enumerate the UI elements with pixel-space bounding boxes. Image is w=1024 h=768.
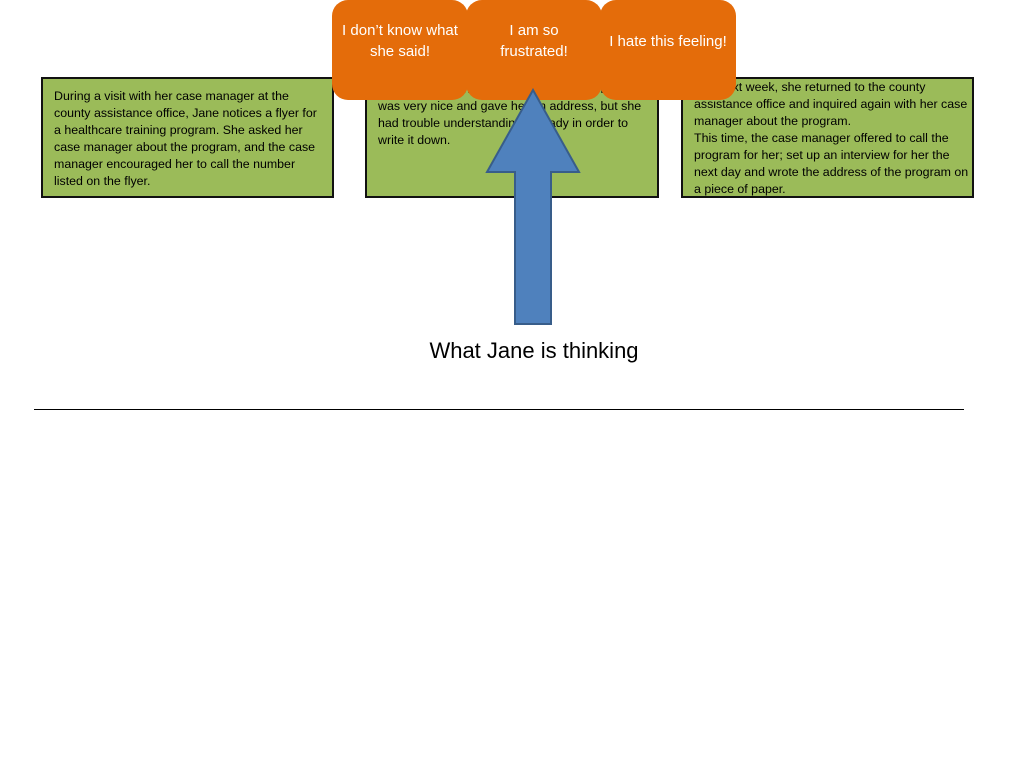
- thought-bubble-2: I am so frustrated!: [466, 0, 602, 100]
- thought-bubble-1: I don’t know what she said!: [332, 0, 468, 100]
- horizontal-divider: [34, 409, 964, 410]
- up-arrow-shape: [485, 88, 581, 325]
- story-box-3: The next week, she returned to the count…: [681, 77, 974, 198]
- story-box-1-text: During a visit with her case manager at …: [54, 89, 317, 188]
- thought-bubble-3: I hate this feeling!: [600, 0, 736, 100]
- up-arrow-icon: [485, 88, 581, 325]
- story-box-1: During a visit with her case manager at …: [41, 77, 334, 198]
- story-box-3-text: The next week, she returned to the count…: [694, 80, 969, 196]
- arrow-caption: What Jane is thinking: [429, 338, 639, 363]
